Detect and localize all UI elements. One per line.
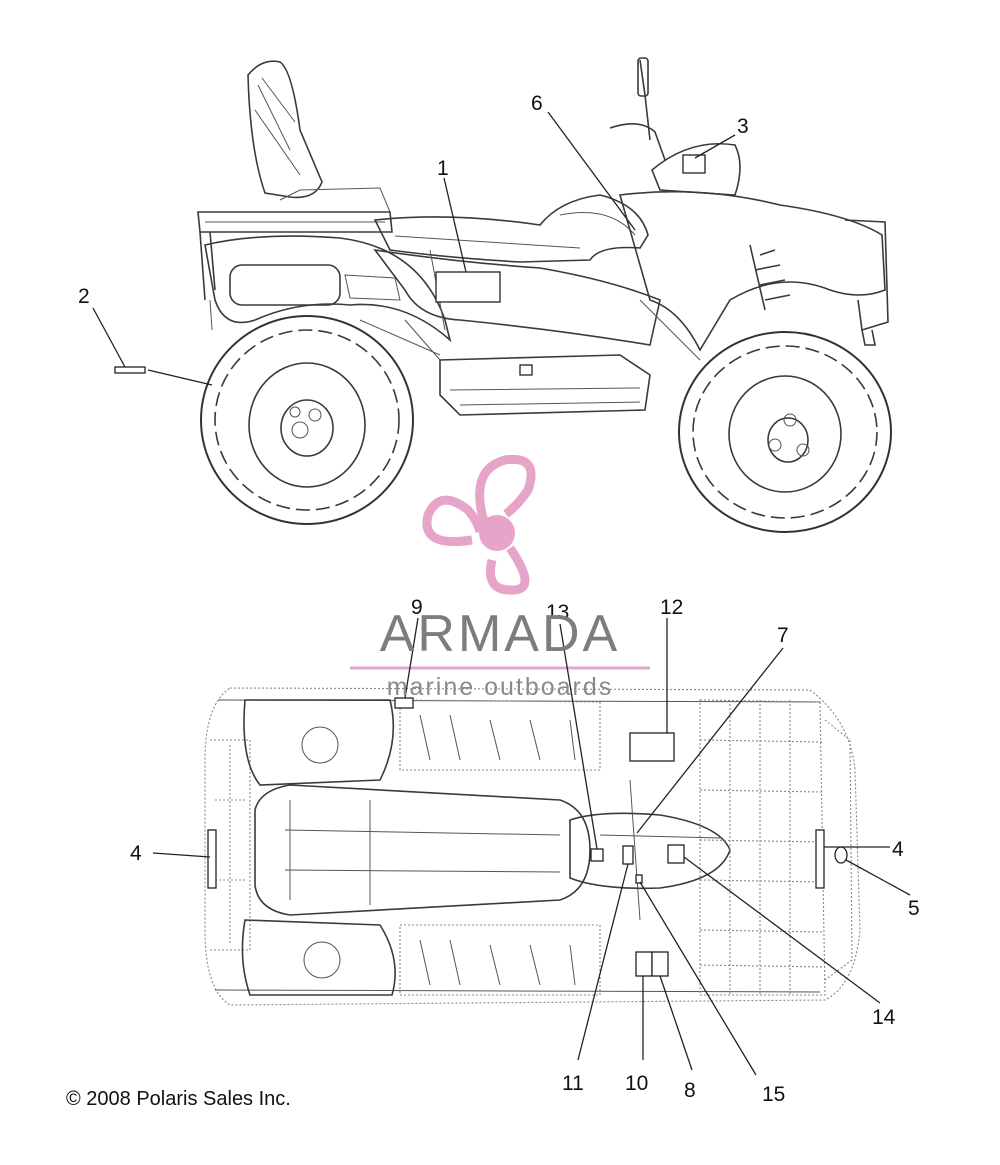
top-console [569,812,731,890]
handlebar [609,59,666,161]
copyright-notice: © 2008 Polaris Sales Inc. [66,1088,291,1110]
callout-4-rear: 4 [130,842,142,865]
decal-11 [622,845,634,865]
rear-left-fender [243,699,395,786]
rear-fender [204,235,452,343]
headlight-pod [651,142,741,196]
rear-right-fender [241,919,396,996]
callout-15: 15 [762,1083,785,1106]
decal-1 [435,271,501,303]
callout-14: 14 [872,1006,896,1029]
callout-2: 2 [78,285,90,308]
callout-11: 11 [562,1072,584,1095]
callout-3: 3 [737,115,749,138]
top-body-outline [204,687,861,1006]
front-rack [844,219,889,346]
atv-top-view [204,687,861,1006]
callout-1: 1 [437,157,449,180]
decal-5 [834,846,848,864]
rear-wheel [200,315,414,525]
decal-15 [635,874,643,884]
footwell [439,354,651,416]
side-panel [373,248,661,346]
callout-10: 10 [625,1072,648,1095]
callout-numbers: 1 2 3 6 9 13 12 7 4 4 5 14 11 10 8 15 [78,92,920,1106]
front-rack-grid [699,699,826,996]
top-seat [254,784,591,916]
watermark-tagline: marine outboards [386,673,614,701]
decal-3 [682,154,706,174]
watermark-brand-name: ARMADA [379,605,621,663]
propeller-icon [422,454,536,595]
decal-small [519,364,533,376]
callout-8: 8 [684,1079,696,1102]
decal-10 [635,951,653,977]
passenger-backrest [247,60,323,199]
decal-4-front [815,829,825,889]
callout-5: 5 [908,897,920,920]
callout-7: 7 [777,624,789,647]
decal-8 [651,951,669,977]
front-fender [618,190,886,352]
armada-logo [350,454,650,670]
callout-6: 6 [531,92,543,115]
decal-14 [667,844,685,864]
front-shock [749,244,791,311]
muffler [229,264,341,306]
callout-9: 9 [411,596,423,619]
callout-13: 13 [546,601,569,624]
leader-lines [92,111,911,1076]
decal-9 [394,697,414,709]
decal-13 [590,848,604,862]
callout-4-front: 4 [892,838,904,861]
rear-rack [197,211,393,301]
decal-2 [114,366,146,374]
decal-4-rear [207,829,217,889]
front-wheel [678,331,892,533]
seat [373,194,649,263]
decal-12 [629,732,675,762]
callout-12: 12 [660,596,683,619]
atv-side-view [197,57,892,533]
